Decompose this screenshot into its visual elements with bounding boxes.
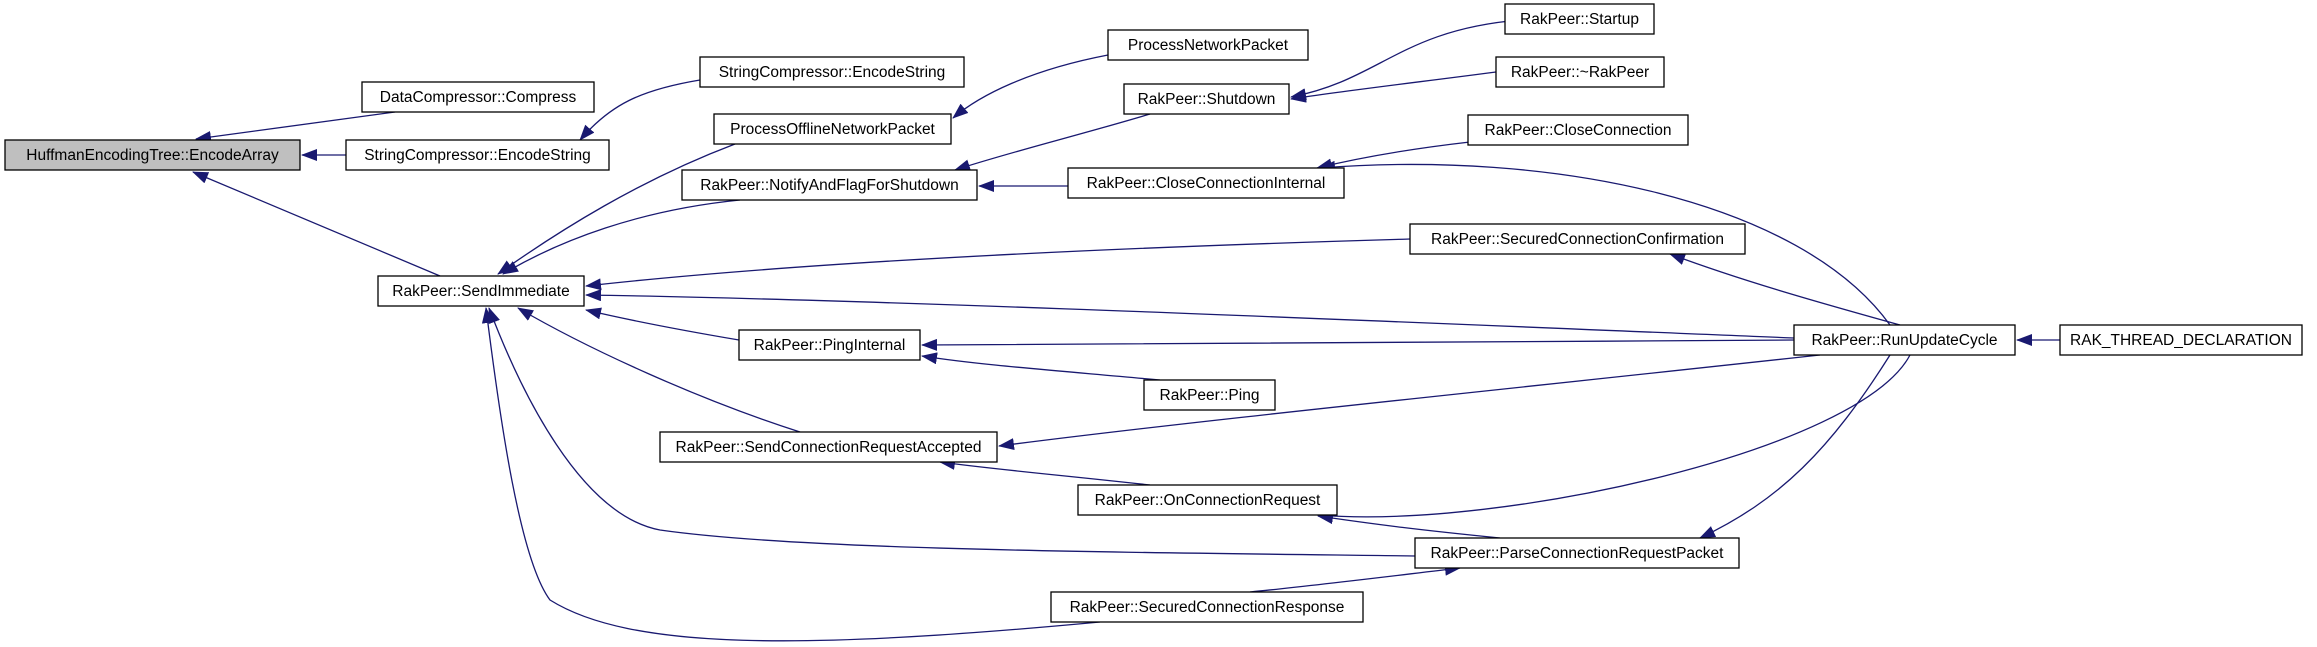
- node-box: [738, 329, 921, 361]
- node-label: StringCompressor::EncodeString: [364, 147, 591, 164]
- node-label: RakPeer::SendImmediate: [392, 283, 569, 300]
- node-close-connection[interactable]: RakPeer::CloseConnection: [1467, 114, 1689, 146]
- node-root[interactable]: HuffmanEncodingTree::EncodeArray: [4, 139, 301, 171]
- node-box: [1050, 591, 1364, 623]
- edge-run_update-to-ping_internal: [921, 338, 1795, 351]
- node-box: [699, 56, 965, 88]
- node-box: [1504, 3, 1655, 35]
- node-label: ProcessNetworkPacket: [1128, 37, 1289, 54]
- node-secured-confirm[interactable]: RakPeer::SecuredConnectionConfirmation: [1409, 223, 1746, 255]
- node-shutdown[interactable]: RakPeer::Shutdown: [1123, 83, 1290, 115]
- node-box: [1107, 29, 1309, 61]
- node-destructor[interactable]: RakPeer::~RakPeer: [1495, 56, 1665, 88]
- node-on-conn-req[interactable]: RakPeer::OnConnectionRequest: [1077, 484, 1338, 516]
- edge-send_immediate-to-root: [192, 171, 441, 277]
- edge-startup-to-shutdown: [1290, 19, 1521, 101]
- node-ping-internal[interactable]: RakPeer::PingInternal: [738, 329, 921, 361]
- node-label: DataCompressor::Compress: [380, 89, 577, 106]
- node-box: [1077, 484, 1338, 516]
- edge-run_update-to-send_accept: [998, 354, 1821, 451]
- node-box: [1414, 537, 1740, 569]
- node-box: [713, 113, 952, 145]
- node-label: RakPeer::ParseConnectionRequestPacket: [1431, 545, 1725, 562]
- edge-parse_req-to-on_conn_req: [1317, 512, 1501, 539]
- node-startup[interactable]: RakPeer::Startup: [1504, 3, 1655, 35]
- node-label: RakPeer::~RakPeer: [1511, 64, 1649, 81]
- node-label: RakPeer::Shutdown: [1138, 91, 1276, 108]
- node-label: RakPeer::Startup: [1520, 11, 1639, 28]
- edge-run_update-to-secured_confirm: [1669, 253, 1901, 326]
- edge-ping_internal-to-send_immediate: [585, 307, 740, 341]
- node-label: RakPeer::CloseConnection: [1485, 122, 1672, 139]
- node-box: [377, 275, 585, 307]
- edge-dc_compress-to-root: [195, 111, 396, 143]
- edge-process_offline-to-send_immediate: [497, 143, 736, 275]
- edge-run_update-to-close_internal: [1319, 160, 1891, 326]
- node-box: [681, 169, 978, 201]
- edge-sc_encode_top-to-sc_encode_mid: [579, 79, 701, 141]
- node-box: [4, 139, 301, 171]
- node-label: HuffmanEncodingTree::EncodeArray: [26, 147, 279, 164]
- node-label: RakPeer::OnConnectionRequest: [1095, 492, 1321, 509]
- edge-destructor-to-shutdown: [1290, 71, 1497, 103]
- node-send-accept[interactable]: RakPeer::SendConnectionRequestAccepted: [659, 431, 998, 463]
- node-box: [361, 81, 595, 113]
- edge-shutdown-to-notify_flag: [954, 113, 1151, 172]
- node-dc-compress[interactable]: DataCompressor::Compress: [361, 81, 595, 113]
- node-run-update[interactable]: RakPeer::RunUpdateCycle: [1793, 324, 2016, 356]
- node-label: RakPeer::Ping: [1160, 387, 1260, 404]
- node-process-network[interactable]: ProcessNetworkPacket: [1107, 29, 1309, 61]
- node-label: RAK_THREAD_DECLARATION: [2070, 332, 2292, 349]
- edge-secured_resp-to-send_immediate: [481, 307, 1101, 642]
- node-process-offline[interactable]: ProcessOfflineNetworkPacket: [713, 113, 952, 145]
- node-label: RakPeer::NotifyAndFlagForShutdown: [700, 177, 958, 194]
- node-box: [1067, 167, 1345, 199]
- node-notify-flag[interactable]: RakPeer::NotifyAndFlagForShutdown: [681, 169, 978, 201]
- node-label: ProcessOfflineNetworkPacket: [730, 121, 935, 138]
- edge-ping-to-ping_internal: [921, 352, 1161, 381]
- node-box: [2059, 324, 2303, 356]
- node-box: [1123, 83, 1290, 115]
- node-box: [1495, 56, 1665, 88]
- node-parse-req[interactable]: RakPeer::ParseConnectionRequestPacket: [1414, 537, 1740, 569]
- edge-run_update-to-parse_req: [1699, 354, 1891, 539]
- node-sc-encode-mid[interactable]: StringCompressor::EncodeString: [345, 139, 610, 171]
- edge-process_network-to-process_offline: [952, 54, 1109, 119]
- node-label: RakPeer::SecuredConnectionConfirmation: [1431, 231, 1724, 248]
- node-label: RakPeer::SecuredConnectionResponse: [1070, 599, 1345, 616]
- node-box: [1143, 379, 1276, 411]
- node-close-internal[interactable]: RakPeer::CloseConnectionInternal: [1067, 167, 1345, 199]
- nodes-layer: HuffmanEncodingTree::EncodeArray DataComp…: [4, 3, 2303, 623]
- node-label: RakPeer::PingInternal: [754, 337, 906, 354]
- edge-secured_resp-to-parse_req: [1249, 563, 1461, 593]
- edge-run_update-to-send_immediate: [585, 289, 1795, 339]
- edge-on_conn_req-to-send_accept: [939, 458, 1151, 486]
- node-box: [659, 431, 998, 463]
- node-secured-resp[interactable]: RakPeer::SecuredConnectionResponse: [1050, 591, 1364, 623]
- node-label: RakPeer::CloseConnectionInternal: [1087, 175, 1326, 192]
- node-box: [345, 139, 610, 171]
- node-box: [1467, 114, 1689, 146]
- edge-notify_flag-to-send_immediate: [502, 199, 741, 275]
- node-box: [1409, 223, 1746, 255]
- node-rak-thread[interactable]: RAK_THREAD_DECLARATION: [2059, 324, 2303, 356]
- edge-parse_req-to-send_immediate: [488, 307, 1416, 557]
- edge-send_accept-to-send_immediate: [517, 307, 801, 433]
- edge-secured_confirm-to-send_immediate: [585, 238, 1411, 291]
- edge-run_update-to-on_conn_req: [1317, 354, 1911, 523]
- node-label: RakPeer::SendConnectionRequestAccepted: [676, 439, 982, 456]
- node-send-immediate[interactable]: RakPeer::SendImmediate: [377, 275, 585, 307]
- node-label: RakPeer::RunUpdateCycle: [1811, 332, 1997, 349]
- node-label: StringCompressor::EncodeString: [719, 64, 946, 81]
- node-sc-encode-top[interactable]: StringCompressor::EncodeString: [699, 56, 965, 88]
- node-box: [1793, 324, 2016, 356]
- node-ping[interactable]: RakPeer::Ping: [1143, 379, 1276, 411]
- edges-layer: [192, 19, 2060, 642]
